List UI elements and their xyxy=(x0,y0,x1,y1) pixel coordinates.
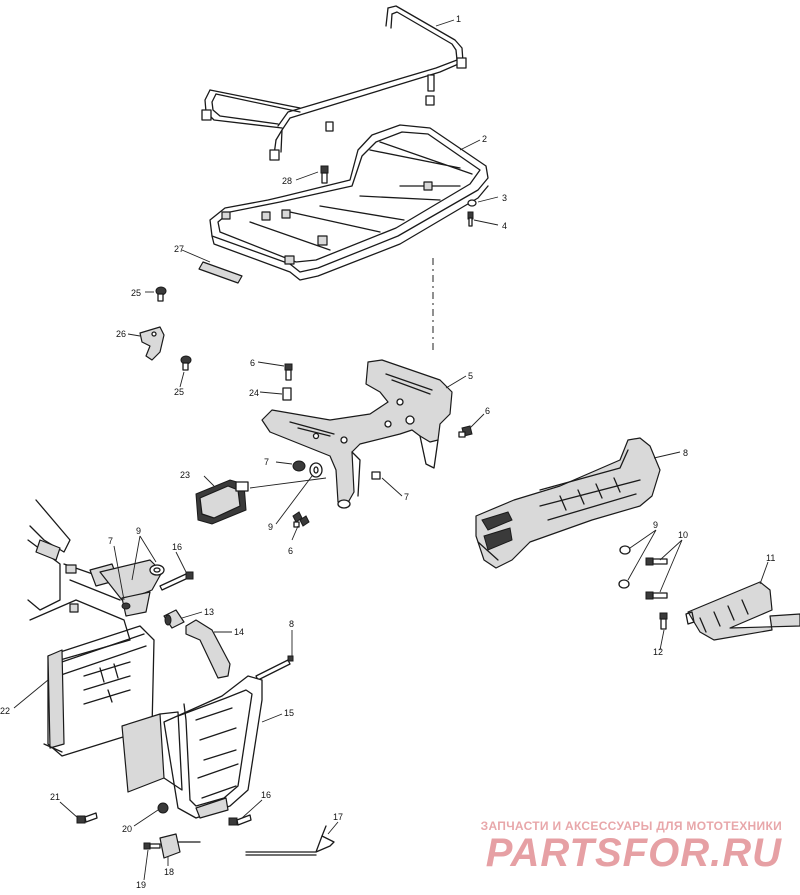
callout-22: 22 xyxy=(0,706,10,716)
callout-10: 10 xyxy=(678,530,688,540)
callout-15: 15 xyxy=(284,708,294,718)
bushing-13 xyxy=(163,609,185,629)
callout-13: 13 xyxy=(204,607,214,617)
callout-7-left: 7 xyxy=(108,536,113,546)
screw-6-right xyxy=(458,425,473,438)
callout-9-right: 9 xyxy=(653,520,658,530)
bolts-10 xyxy=(645,557,668,600)
tube-14 xyxy=(185,619,231,679)
callout-7-right: 7 xyxy=(404,492,409,502)
rack-tray xyxy=(209,124,489,281)
nut-7-center xyxy=(292,460,306,472)
bolt-19-plate-18 xyxy=(143,833,201,859)
tail-light-23 xyxy=(195,479,249,525)
watermark-logo: PARTSFOR.RU xyxy=(485,831,782,875)
callout-11: 11 xyxy=(766,553,775,563)
callout-25-lower: 25 xyxy=(174,387,184,397)
callout-23: 23 xyxy=(180,470,190,480)
callout-labels: 1 2 3 4 28 27 25 26 25 6 24 5 6 7 23 9 6… xyxy=(0,14,775,890)
hitch-mount-9-left xyxy=(99,559,165,617)
callout-2: 2 xyxy=(482,134,487,144)
callout-8-bumper: 8 xyxy=(683,448,688,458)
rear-bumper-8 xyxy=(475,437,661,569)
tail-light-leader xyxy=(249,477,327,489)
pin-17 xyxy=(245,825,335,856)
callout-9-center: 9 xyxy=(268,522,273,532)
bolt-8-lower xyxy=(255,655,294,681)
bracket-26 xyxy=(139,326,165,361)
callout-12: 12 xyxy=(653,647,663,657)
callout-14: 14 xyxy=(234,627,244,637)
callout-5: 5 xyxy=(468,371,473,381)
bolt-16-lower xyxy=(228,814,252,826)
callout-7-center: 7 xyxy=(264,457,269,467)
washer-and-bolt-3-4 xyxy=(467,199,477,227)
bolt-25-lower xyxy=(180,355,192,371)
bolt-12 xyxy=(659,612,668,630)
callout-1: 1 xyxy=(456,14,461,24)
label-strip-27 xyxy=(198,261,243,284)
callout-3: 3 xyxy=(502,193,507,203)
callout-16-lower: 16 xyxy=(261,790,271,800)
callout-20: 20 xyxy=(122,824,132,834)
callout-6-upper: 6 xyxy=(250,358,255,368)
callout-24: 24 xyxy=(249,388,259,398)
callout-8-lower: 8 xyxy=(289,619,294,629)
washers-9-right xyxy=(618,545,631,589)
callout-4: 4 xyxy=(502,221,507,231)
watermark: ЗАПЧАСТИ И АКСЕССУАРЫ ДЛЯ МОТОТЕХНИКИ PA… xyxy=(481,819,782,873)
callout-17: 17 xyxy=(333,812,343,822)
callout-19: 19 xyxy=(136,880,146,890)
watermark-tagline: ЗАПЧАСТИ И АКСЕССУАРЫ ДЛЯ МОТОТЕХНИКИ xyxy=(480,819,782,833)
bolt-21 xyxy=(76,812,98,824)
callout-27: 27 xyxy=(174,244,184,254)
leader-lines xyxy=(13,19,769,881)
nut-7-right xyxy=(371,471,381,480)
mounting-bracket-5 xyxy=(261,359,453,509)
bolt-28 xyxy=(320,165,329,184)
callout-28: 28 xyxy=(282,176,292,186)
washer-9-center xyxy=(309,462,323,478)
callout-9-left: 9 xyxy=(136,526,141,536)
callout-26: 26 xyxy=(116,329,126,339)
hitch-bracket-11 xyxy=(685,581,800,641)
guard-15 xyxy=(121,675,263,819)
frame-22 xyxy=(27,499,155,757)
bolt-6-and-spacer-24 xyxy=(282,363,293,401)
callout-6-lower: 6 xyxy=(288,546,293,556)
callout-16-upper: 16 xyxy=(172,542,182,552)
callout-21: 21 xyxy=(50,792,60,802)
nut-7-left xyxy=(121,602,131,610)
rack-tube xyxy=(201,5,467,161)
callout-25-upper: 25 xyxy=(131,288,141,298)
nut-20 xyxy=(157,802,169,814)
screws-6-cluster xyxy=(292,511,310,528)
callout-6-right: 6 xyxy=(485,406,490,416)
bolt-25-upper xyxy=(155,286,167,302)
callout-18: 18 xyxy=(164,867,174,877)
bolt-16-upper xyxy=(159,571,194,591)
